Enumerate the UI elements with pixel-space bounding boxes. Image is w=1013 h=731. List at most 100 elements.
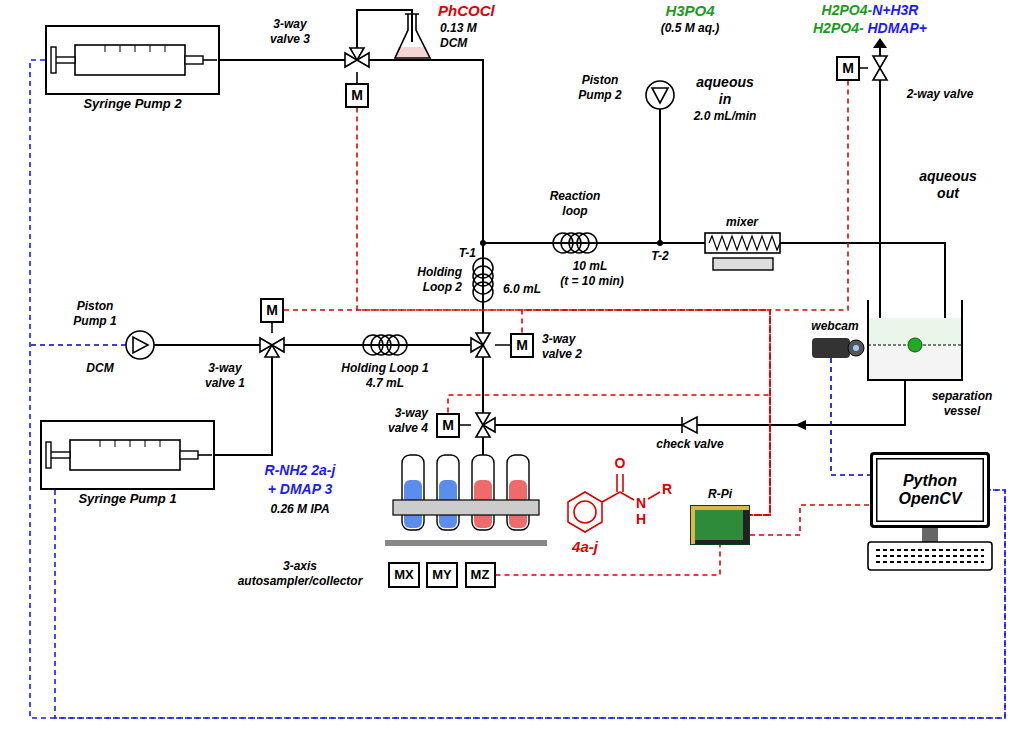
- volume-label: (t = 10 min): [560, 275, 624, 289]
- reagent-label: 0.13 M: [440, 22, 477, 36]
- atom-label: R: [662, 481, 672, 497]
- control-wire: [284, 310, 770, 515]
- benzamide-structure: [568, 492, 602, 532]
- motor-box: MX: [388, 562, 420, 588]
- coil-loop: [363, 233, 597, 355]
- valve-symbol: [345, 48, 369, 67]
- component-label: Loop 2: [423, 281, 462, 295]
- flow-label: aqueous: [696, 74, 754, 90]
- signal-wire: [831, 358, 870, 475]
- component-label: vessel: [944, 405, 981, 419]
- node-label: MZ: [471, 568, 490, 583]
- tubing: [483, 242, 709, 244]
- tubing: [659, 109, 661, 243]
- junction-dot: [873, 38, 887, 48]
- junction-dot: [657, 240, 663, 246]
- tubing: [482, 357, 484, 413]
- piston-pump: [646, 81, 674, 109]
- syringe-drawing: [46, 440, 212, 470]
- flow-label: in: [719, 91, 731, 107]
- autosampler-rack: [393, 500, 539, 515]
- benzamide-structure: [574, 501, 596, 523]
- flow-label: aqueous: [919, 168, 977, 184]
- piston-pump: [133, 337, 148, 353]
- static-mixer: [709, 236, 780, 250]
- tubing: [220, 59, 345, 61]
- component-label: 3-way: [273, 18, 306, 32]
- tubing: [284, 344, 471, 346]
- component-label: valve 3: [270, 33, 310, 47]
- node-label: Python OpenCV: [890, 472, 970, 509]
- webcam: [853, 345, 859, 351]
- junction-dot: [480, 38, 887, 430]
- reagent-label: R-NH2 2a-j: [265, 462, 336, 478]
- component-label: Holding: [417, 266, 462, 280]
- component-label: Piston: [77, 300, 114, 314]
- control-wire: [448, 395, 770, 515]
- node-label: M: [842, 60, 854, 76]
- separation-vessel: [868, 300, 962, 380]
- computer-monitor: Python OpenCV: [870, 452, 990, 528]
- component-label: 2-way valve: [907, 88, 974, 102]
- atom-label: H: [636, 511, 646, 527]
- component-label: valve 2: [542, 348, 582, 362]
- tubing: [369, 60, 483, 243]
- component-label: valve 1: [205, 377, 245, 391]
- coil-loop: [363, 335, 407, 355]
- valve-symbol: [260, 48, 887, 437]
- node-label: M: [351, 87, 363, 103]
- valve-motor-box: M: [836, 56, 860, 81]
- coil-loop: [473, 258, 493, 302]
- atom-label: O: [615, 455, 626, 471]
- syringe-drawing: [46, 45, 217, 470]
- control-wire: [30, 60, 1005, 718]
- benzamide-structure: [602, 474, 660, 502]
- node-label: M: [442, 417, 454, 433]
- component-label: Reaction: [550, 190, 601, 204]
- component-label: 3-way: [542, 333, 575, 347]
- reagent-label: 0.26 M IPA: [270, 503, 329, 517]
- node-label: MX: [394, 568, 414, 583]
- webcam: [812, 338, 864, 358]
- signal-wire: [30, 345, 870, 475]
- coil-loop: [553, 233, 597, 253]
- autosampler-rack: [402, 455, 424, 530]
- flow-label: 2.0 mL/min: [694, 110, 757, 124]
- component-label: Pump 1: [73, 315, 116, 329]
- syringe-drawing: [51, 45, 217, 75]
- valve-motor-box: M: [260, 298, 284, 323]
- node-label: Syringe Pump 2: [83, 97, 181, 112]
- tubing: [495, 424, 682, 426]
- computer-keyboard: [868, 526, 992, 570]
- component-label: check valve: [656, 438, 723, 452]
- component-label: 3-way: [395, 407, 428, 421]
- webcam: [848, 340, 864, 356]
- tubing: [154, 344, 260, 346]
- control-wire: [357, 108, 770, 516]
- reagent-label: (0.5 M aq.): [661, 22, 720, 36]
- signal-wire: [30, 344, 126, 346]
- component-label: Holding Loop 1: [341, 362, 428, 376]
- autosampler-rack: [507, 455, 529, 530]
- valve-motor-box: M: [510, 333, 534, 358]
- motor-box: MY: [426, 562, 458, 588]
- piston-pump: [126, 331, 154, 359]
- volume-label: 10 mL: [573, 260, 608, 274]
- component-label: Piston: [582, 74, 619, 88]
- reagent-label: H2PO4-N+H3R: [822, 2, 919, 18]
- control-wire: [496, 545, 721, 575]
- component-label: T-1: [459, 247, 476, 261]
- reagent-label: PhCOCl: [438, 2, 495, 19]
- webcam: [812, 338, 850, 358]
- control-wire: [522, 310, 770, 515]
- junction-dot: [480, 240, 486, 246]
- reagent-label: H3PO4: [665, 2, 714, 19]
- component-label: separation: [932, 390, 993, 404]
- component-label: mixer: [726, 216, 758, 230]
- benzamide-structure: [568, 474, 660, 532]
- junction-dot: [795, 420, 806, 430]
- flask: [395, 14, 430, 58]
- raspberry-pi-board: R-Pi: [690, 505, 750, 545]
- tubing: [879, 80, 881, 350]
- autosampler-rack: [385, 540, 547, 546]
